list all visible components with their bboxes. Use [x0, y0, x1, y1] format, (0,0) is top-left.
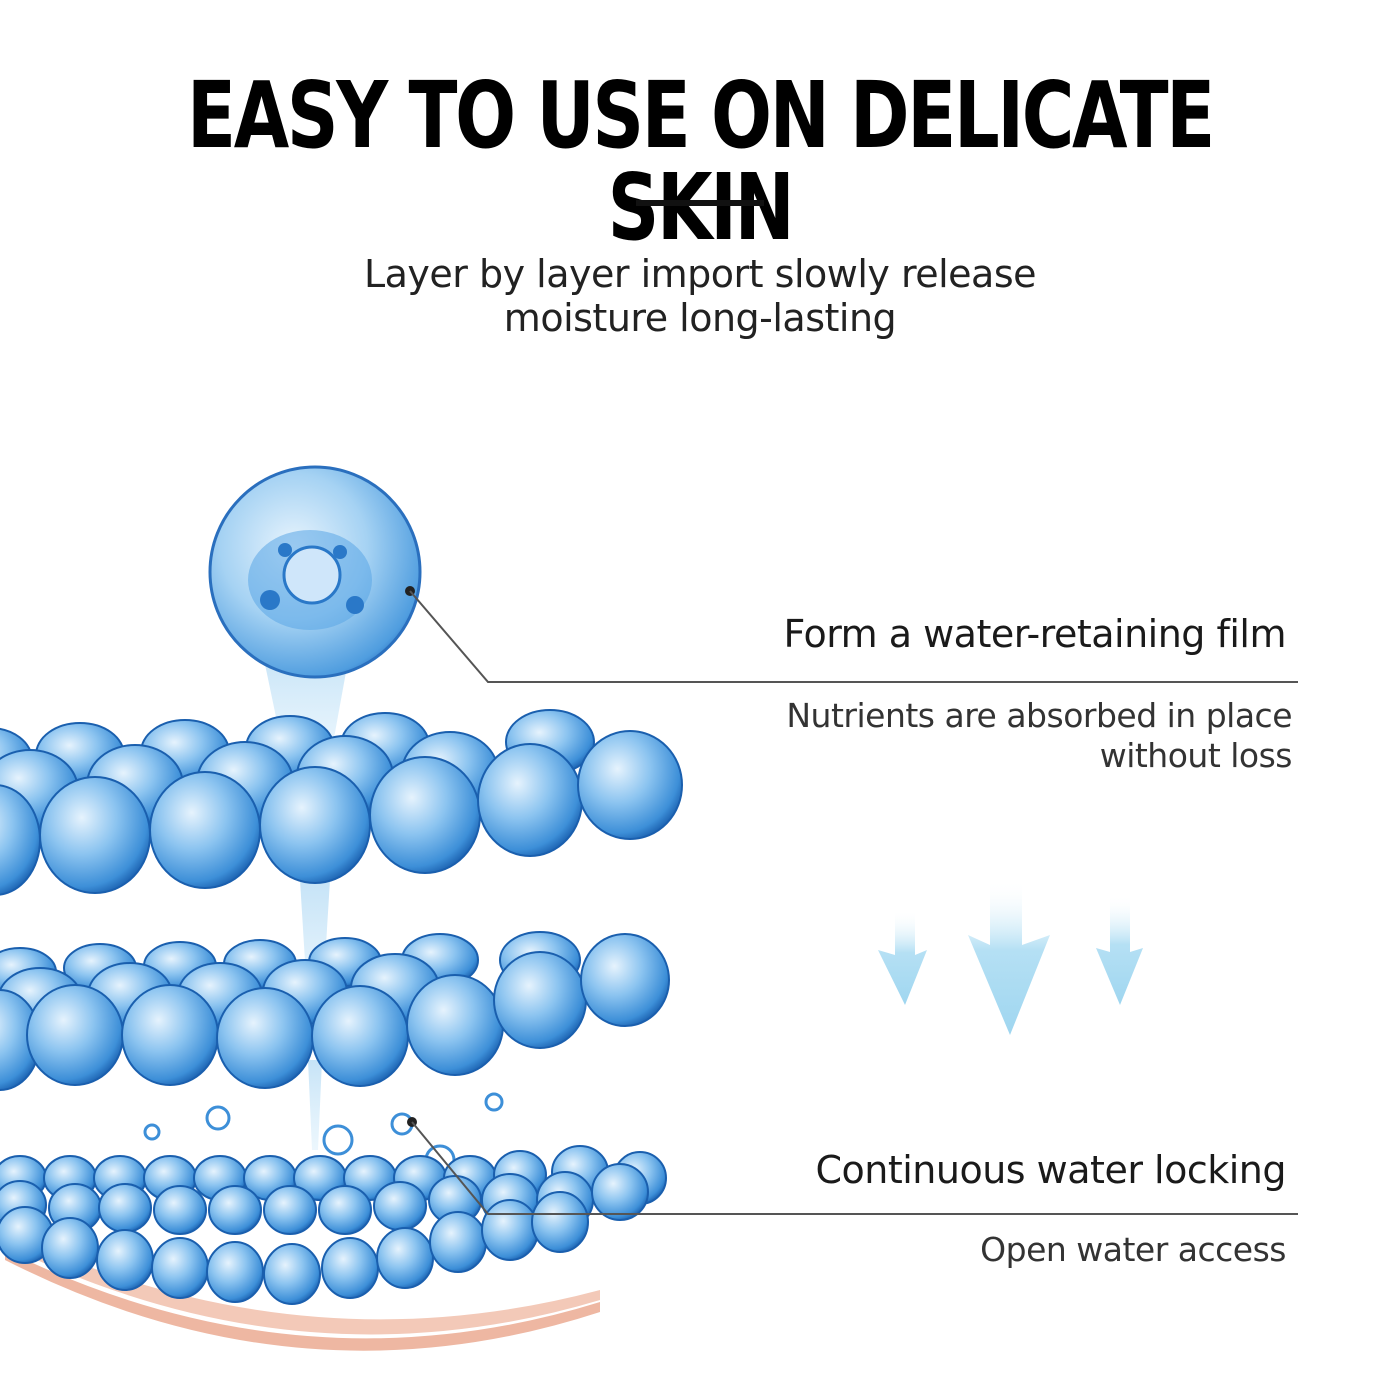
down-arrow-icon: [878, 880, 1143, 1035]
subtitle-line-1: Layer by layer import slowly release: [363, 252, 1037, 296]
light-beam: [308, 1060, 322, 1150]
callout-description-film: Nutrients are absorbed in place without …: [786, 696, 1292, 776]
water-cell-sphere-icon: [208, 465, 422, 679]
headline: EASY TO USE ON DELICATE SKIN: [187, 62, 1215, 261]
upper-sphere-layer: [0, 709, 683, 896]
callout-description-line-1: Open water access: [980, 1230, 1286, 1269]
skin-layer: [5, 1250, 600, 1351]
water-droplets: [143, 1092, 504, 1176]
subtitle-line-2: moisture long-lasting: [503, 296, 897, 340]
callout-line-bottom: [407, 1117, 1298, 1215]
callout-title-locking: Continuous water locking: [815, 1148, 1286, 1192]
callout-description-line-1: Nutrients are absorbed in place: [786, 696, 1292, 735]
callout-description-line-2: without loss: [1099, 736, 1293, 775]
callout-line-top: [405, 586, 1298, 683]
callout-description-locking: Open water access: [980, 1230, 1286, 1270]
title-divider: [636, 200, 764, 206]
callout-title-film: Form a water-retaining film: [783, 612, 1286, 656]
subtitle: Layer by layer import slowly release moi…: [0, 252, 1400, 340]
middle-sphere-layer: [0, 931, 670, 1091]
